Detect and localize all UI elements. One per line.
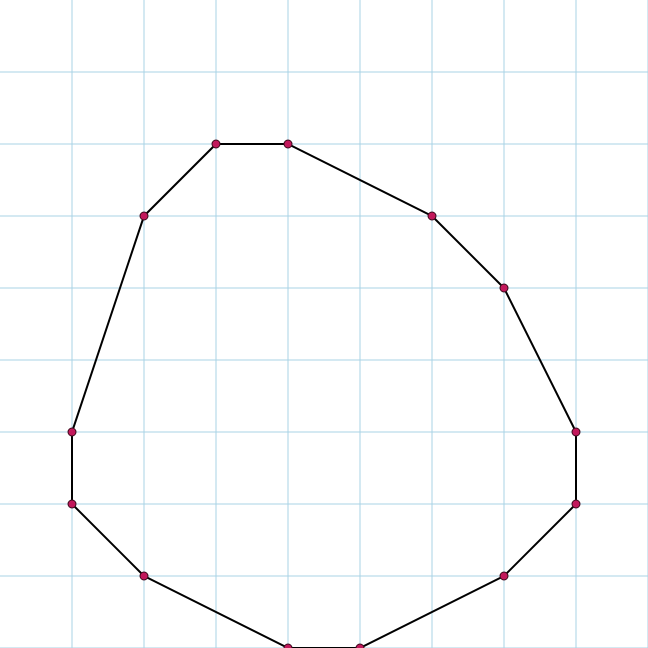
polygon-vertex	[139, 571, 149, 581]
polygon-edge	[71, 215, 145, 433]
polygon-edge	[503, 503, 577, 577]
polygon-vertices	[67, 139, 581, 648]
polygon-edge	[503, 287, 577, 433]
polygon-vertex	[499, 571, 509, 581]
polygon-vertex	[283, 139, 293, 149]
polygon-vertex	[67, 499, 77, 509]
polygon-edge	[359, 575, 505, 648]
polygon-vertex	[283, 643, 293, 648]
polygon-edge	[287, 143, 433, 217]
polygon-vertex	[571, 427, 581, 437]
polygon-vertex	[427, 211, 437, 221]
polygon-vertex	[499, 283, 509, 293]
polygon-edge	[143, 575, 289, 648]
polygon-vertex	[571, 499, 581, 509]
polygon-edge	[143, 143, 217, 217]
polygon-edge	[71, 503, 145, 577]
polygon-vertex	[211, 139, 221, 149]
polygon-edge	[431, 215, 505, 289]
polygon-vertex	[355, 643, 365, 648]
polygon-edges	[71, 143, 577, 648]
polygon-vertex	[139, 211, 149, 221]
polygon-vertex	[67, 427, 77, 437]
